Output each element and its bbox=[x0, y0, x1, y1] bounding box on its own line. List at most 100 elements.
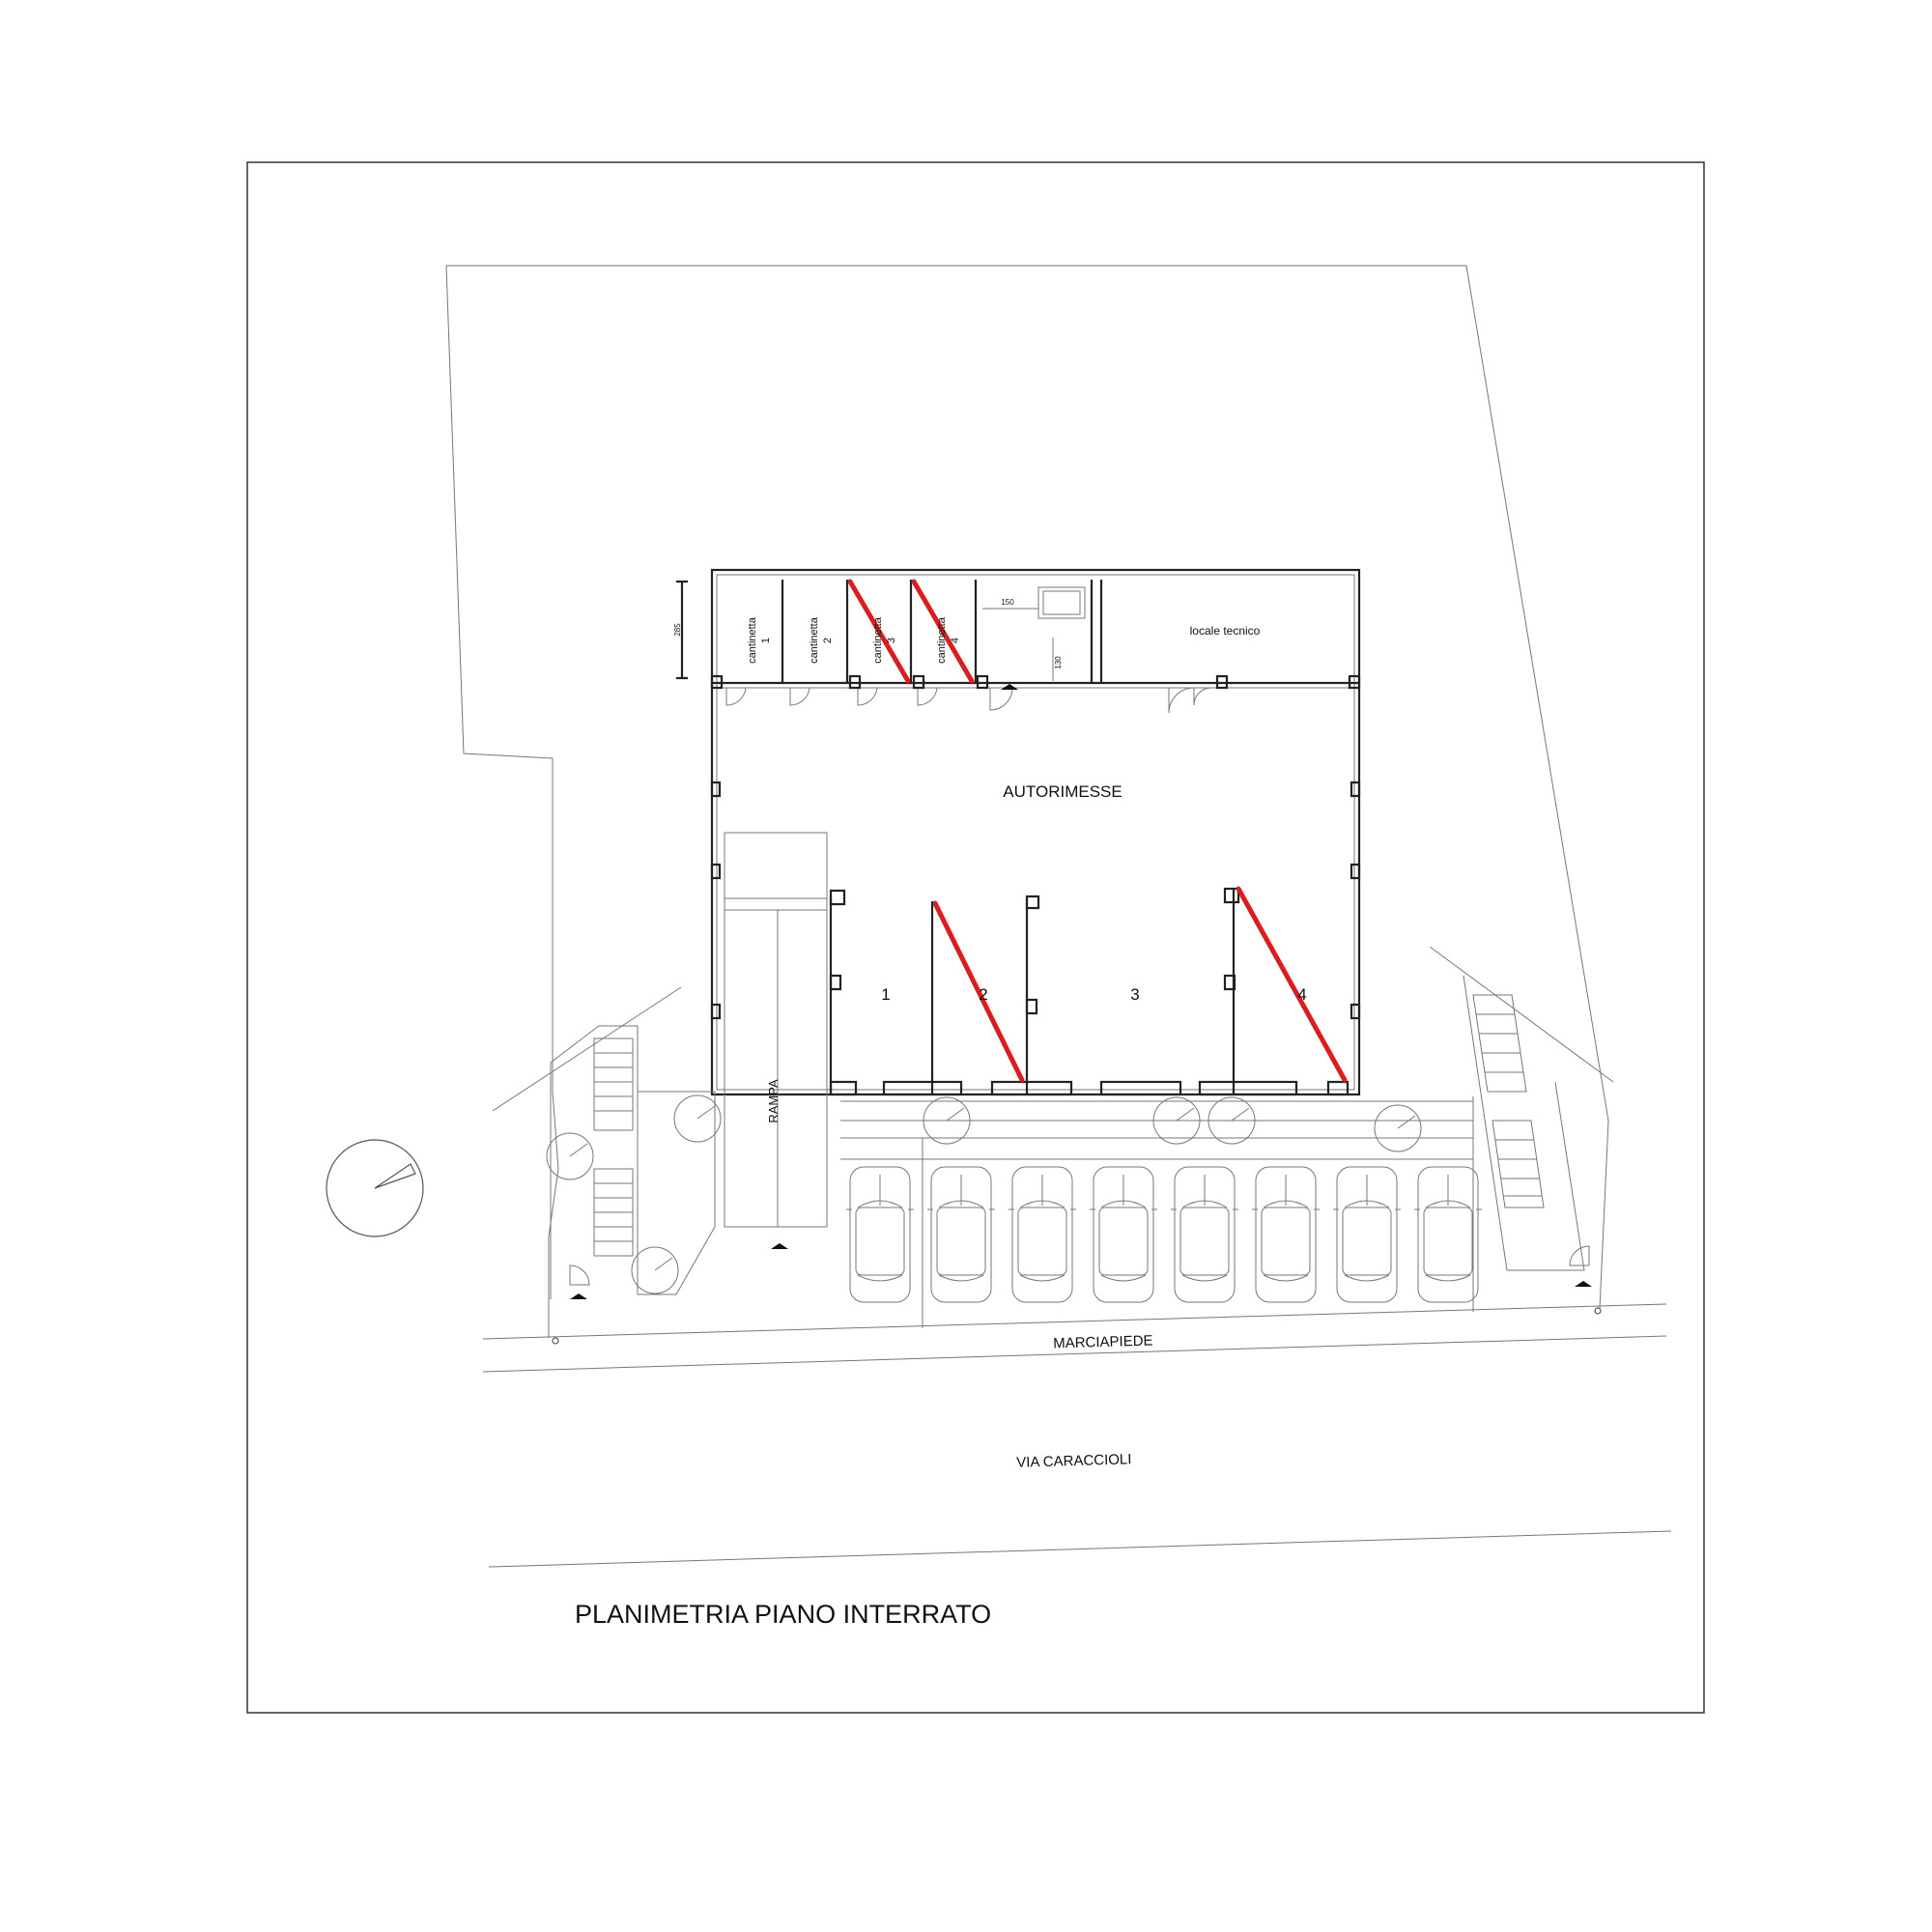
svg-text:cantinetta: cantinetta bbox=[809, 616, 820, 664]
pillar bbox=[976, 674, 989, 690]
garage-door-jamb bbox=[990, 1080, 1073, 1096]
annex-outline bbox=[550, 1025, 639, 1299]
svg-text:1: 1 bbox=[760, 638, 772, 643]
pillar bbox=[710, 1003, 722, 1020]
stair-right-upper bbox=[1472, 994, 1527, 1093]
ramp-label: RAMPA bbox=[766, 1079, 781, 1123]
garage-area-label: AUTORIMESSE bbox=[1003, 782, 1122, 801]
garage-door-jamb bbox=[1198, 1080, 1298, 1096]
car-icon bbox=[1009, 1166, 1076, 1303]
svg-text:cantinetta: cantinetta bbox=[747, 616, 758, 664]
street-line bbox=[488, 1530, 1672, 1568]
dimension-width-a: 150 bbox=[1001, 598, 1014, 607]
tree-icon bbox=[1152, 1096, 1201, 1145]
annex-outline bbox=[1463, 975, 1585, 1271]
tree-icon bbox=[1208, 1096, 1256, 1145]
pillar bbox=[1215, 674, 1229, 690]
boundary-marker bbox=[552, 1337, 559, 1345]
garage-number-4: 4 bbox=[1297, 985, 1306, 1004]
garage-door-jamb bbox=[882, 1080, 963, 1096]
door-swing bbox=[857, 687, 878, 706]
car-icon bbox=[846, 1166, 914, 1303]
sold-mark-cellar-3 bbox=[847, 579, 911, 684]
sidewalk-line-top bbox=[482, 1303, 1667, 1340]
svg-text:cantinetta: cantinetta bbox=[872, 616, 884, 664]
pillar bbox=[710, 781, 722, 798]
door-swing bbox=[569, 1264, 590, 1286]
tree-icon bbox=[673, 1094, 722, 1143]
entrance-marker-icon bbox=[771, 1243, 788, 1249]
car-icon bbox=[1171, 1166, 1238, 1303]
technical-room-label: locale tecnico bbox=[1190, 624, 1261, 638]
car-icon bbox=[927, 1166, 995, 1303]
tree-icon bbox=[923, 1096, 971, 1145]
car-icon bbox=[1333, 1166, 1401, 1303]
drawing-title: PLANIMETRIA PIANO INTERRATO bbox=[575, 1600, 991, 1629]
cellar-label-4: cantinetta 4 bbox=[936, 616, 961, 664]
lift-cab bbox=[1042, 590, 1081, 615]
door-swing bbox=[725, 687, 747, 706]
stair-treads bbox=[594, 1052, 633, 1242]
sidewalk-label: MARCIAPIEDE bbox=[1053, 1332, 1153, 1351]
stair-right-lower bbox=[1492, 1120, 1545, 1208]
pillar bbox=[1348, 674, 1361, 690]
car-icon bbox=[1090, 1166, 1157, 1303]
annex-outline bbox=[638, 1091, 716, 1295]
pillar bbox=[912, 674, 925, 690]
garage-door-jamb bbox=[1099, 1080, 1182, 1096]
door-swing bbox=[1168, 687, 1195, 714]
cellar-label-3: cantinetta 3 bbox=[872, 616, 897, 664]
entrance-marker-icon bbox=[1001, 684, 1018, 690]
parked-cars bbox=[846, 1166, 1482, 1303]
door-swing bbox=[1569, 1245, 1590, 1266]
svg-text:cantinetta: cantinetta bbox=[936, 616, 948, 664]
pillar bbox=[1025, 998, 1038, 1015]
door-swing bbox=[1193, 687, 1212, 706]
pillar bbox=[848, 674, 862, 690]
sold-mark-cellar-4 bbox=[911, 579, 975, 684]
annex-line bbox=[492, 986, 682, 1112]
car-icon bbox=[1414, 1166, 1482, 1303]
lift-shaft bbox=[1037, 586, 1086, 619]
svg-text:3: 3 bbox=[886, 638, 897, 643]
tree-icon bbox=[326, 1139, 424, 1237]
pillar bbox=[1223, 974, 1236, 991]
sold-mark-garage-2 bbox=[932, 900, 1025, 1083]
property-outline bbox=[445, 265, 1609, 1338]
pillar bbox=[829, 889, 846, 906]
boundary-marker bbox=[1594, 1307, 1602, 1315]
pillar bbox=[1223, 887, 1240, 904]
garage-number-1: 1 bbox=[881, 985, 890, 1004]
street-label: VIA CARACCIOLI bbox=[1016, 1451, 1132, 1471]
tree-icon bbox=[546, 1132, 594, 1180]
garage-door-jamb bbox=[829, 1080, 858, 1096]
pillar bbox=[829, 974, 842, 991]
dimension-height: 285 bbox=[673, 623, 682, 637]
tree-icon bbox=[1374, 1104, 1422, 1152]
pillar bbox=[1350, 1003, 1361, 1020]
ramp bbox=[724, 909, 828, 1228]
garage-number-3: 3 bbox=[1130, 985, 1139, 1004]
svg-text:4: 4 bbox=[950, 638, 961, 643]
entrance-marker-icon bbox=[1575, 1281, 1592, 1287]
door-swing bbox=[789, 687, 810, 706]
pillar bbox=[1350, 863, 1361, 880]
sidewalk-line-bottom bbox=[482, 1335, 1667, 1373]
stair-left-upper bbox=[593, 1037, 634, 1131]
svg-text:2: 2 bbox=[822, 638, 834, 643]
garage-number-2: 2 bbox=[979, 985, 987, 1004]
sold-mark-garage-4 bbox=[1236, 886, 1348, 1083]
sheet-frame bbox=[246, 161, 1705, 1714]
cellar-label-1: cantinetta 1 bbox=[747, 616, 772, 664]
pillar bbox=[1350, 781, 1361, 798]
car-icon bbox=[1252, 1166, 1320, 1303]
cellar-label-2: cantinetta 2 bbox=[809, 616, 834, 664]
tree-icon bbox=[631, 1246, 679, 1294]
entrance-marker-icon bbox=[570, 1293, 587, 1299]
stair-treads bbox=[1476, 1013, 1542, 1197]
door-swing bbox=[917, 687, 938, 706]
door-swing bbox=[989, 687, 1013, 711]
pillar bbox=[1025, 895, 1040, 910]
pillar bbox=[710, 863, 722, 880]
